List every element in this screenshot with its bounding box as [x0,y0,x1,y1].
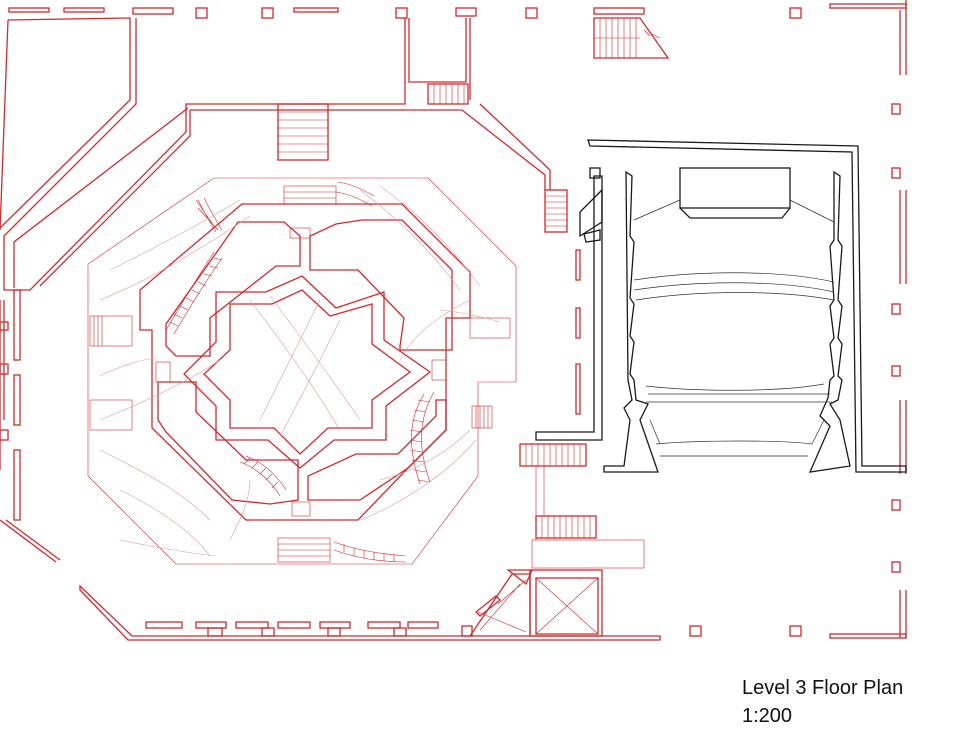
staircase-top-right [593,17,670,59]
atrium-curved-stairs [165,181,435,563]
drawing-title-block: Level 3 Floor Plan 1:200 [742,674,903,730]
atrium-central-star-void [183,275,432,469]
drawing-title: Level 3 Floor Plan [742,677,904,699]
theatre-side-walls [603,170,851,473]
service-core [469,569,603,637]
theatre-enclosure [535,139,907,473]
outer-wall [0,17,551,291]
theatre-seating [633,272,835,457]
staircase-north [277,103,329,161]
staircase-northeast [427,83,469,105]
atrium-outer-octagon [87,177,517,565]
east-corridor [531,249,645,569]
atrium-middle-octagon [139,203,471,521]
staircase-east [544,189,568,233]
theatre-stage-block [633,167,835,223]
drawing-scale: 1:200 [742,705,793,727]
atrium-bridges [89,185,511,563]
staircase-southeast [519,443,587,467]
atrium-faint-paving [99,185,501,557]
perimeter-columns [0,0,907,641]
